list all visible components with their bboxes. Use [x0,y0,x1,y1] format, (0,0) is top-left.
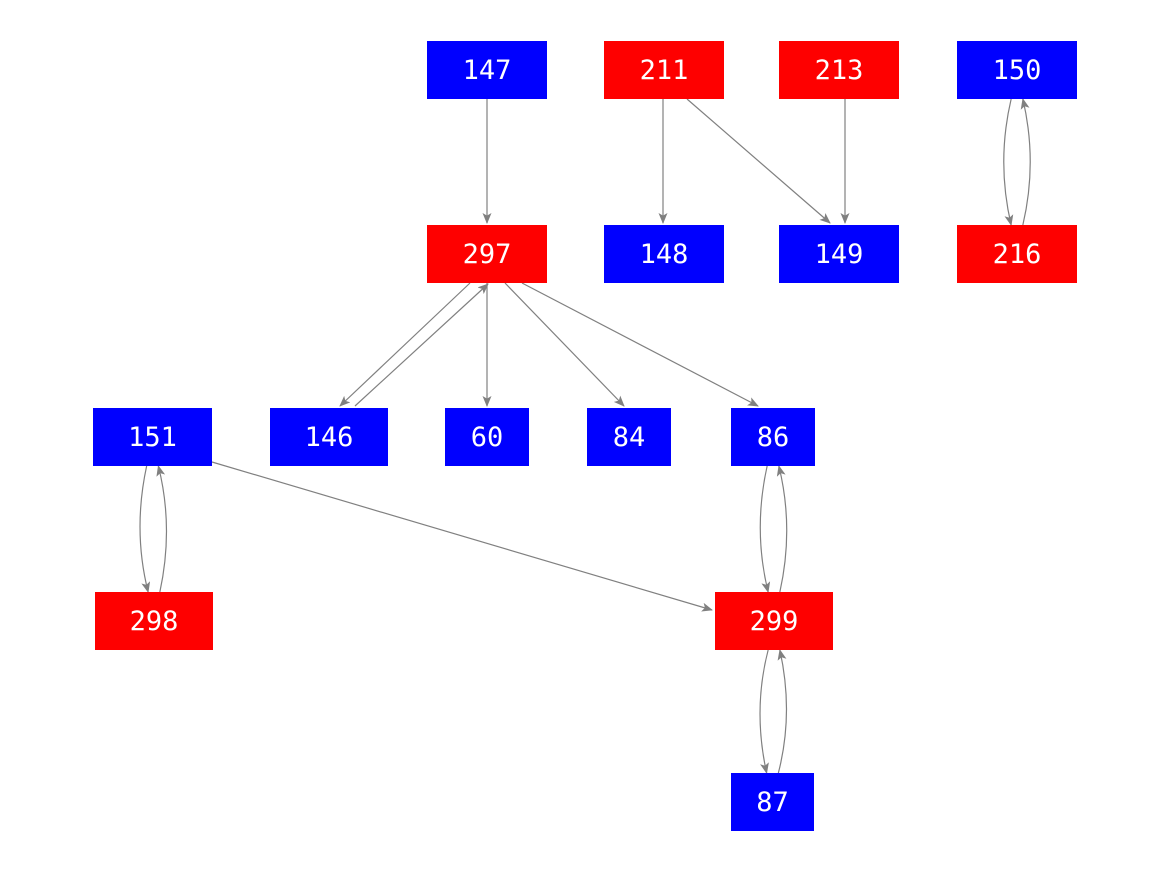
graph-node-label: 213 [814,54,864,86]
graph-node-label: 148 [639,238,689,270]
graph-node-label: 146 [304,421,354,453]
graph-edge-299-to-87 [759,649,769,774]
graph-edge-150-to-216 [1003,98,1014,226]
graph-node-label: 60 [470,421,504,453]
graph-node-label: 298 [129,605,179,637]
graph-edge-297-to-84 [504,282,625,407]
graph-node-label: 297 [462,238,512,270]
graph-edge-87-to-299 [777,649,788,774]
graph-edge-146-to-297 [354,283,489,407]
graph-node-label: 216 [992,238,1042,270]
graph-node-149[interactable]: 149 [779,225,899,283]
graph-node-label: 84 [612,421,646,453]
graph-edge-299-to-86 [776,465,788,593]
graph-node-label: 150 [992,54,1042,86]
graph-node-label: 149 [814,238,864,270]
graph-node-146[interactable]: 146 [270,408,388,466]
graph-node-87[interactable]: 87 [731,773,814,831]
graph-edge-86-to-299 [759,465,771,593]
graph-node-60[interactable]: 60 [445,408,529,466]
graph-node-label: 87 [756,786,789,818]
graph-node-label: 211 [639,54,689,86]
graph-edge-298-to-151 [156,465,168,593]
graph-node-147[interactable]: 147 [427,41,547,99]
graph-node-label: 86 [756,421,790,453]
graph-edge-216-to-150 [1020,98,1031,226]
graph-node-298[interactable]: 298 [95,592,213,650]
graph-node-211[interactable]: 211 [604,41,724,99]
graph-node-84[interactable]: 84 [587,408,671,466]
graph-node-299[interactable]: 299 [715,592,833,650]
graph-node-86[interactable]: 86 [731,408,815,466]
graph-edge-211-to-149 [686,98,831,224]
graph-node-148[interactable]: 148 [604,225,724,283]
graph-node-216[interactable]: 216 [957,225,1077,283]
graph-edge-297-to-86 [521,282,759,407]
graph-node-213[interactable]: 213 [779,41,899,99]
edge-paths [139,98,1031,774]
graph-node-label: 299 [749,605,799,637]
graph-edge-151-to-298 [139,465,151,593]
graph-node-297[interactable]: 297 [427,225,547,283]
graph-edge-151-to-299 [211,461,713,612]
graph-node-150[interactable]: 150 [957,41,1077,99]
graph-node-label: 151 [128,421,177,453]
graph-node-151[interactable]: 151 [93,408,212,466]
graph-node-label: 147 [462,54,512,86]
graph-edge-297-to-146 [339,282,471,407]
